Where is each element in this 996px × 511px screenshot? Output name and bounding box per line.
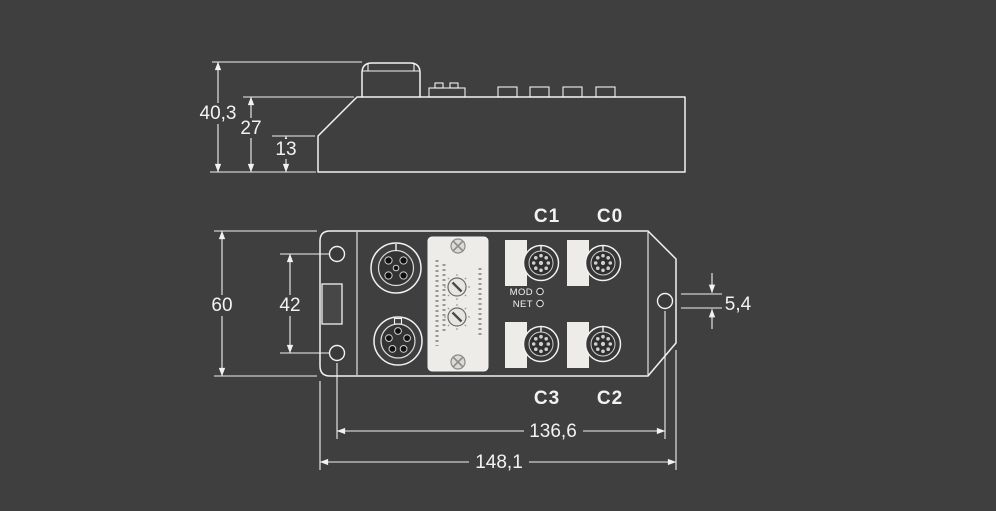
- side-view: [317, 62, 686, 173]
- mounting-hole-bottom-left: [328, 344, 346, 362]
- connector-collars-top: [497, 86, 616, 98]
- m12-connector-c3: [522, 325, 560, 363]
- dim-total-height: 40,3: [198, 61, 362, 173]
- label-plate: [427, 236, 489, 372]
- mod-led: [536, 287, 544, 296]
- dim-upper-body-height: 27: [238, 96, 354, 173]
- dim-front-height-label: 60: [211, 295, 232, 316]
- left-edge-slot: [321, 283, 343, 325]
- dim-upper-body-height-label: 27: [240, 118, 261, 139]
- m12-connector-c2: [584, 325, 622, 363]
- front-view: MOD NET: [319, 230, 677, 377]
- address-switch-lower: [442, 302, 472, 332]
- terminal-block-top: [428, 82, 466, 98]
- dim-hole-distance-label: 136,6: [529, 421, 577, 442]
- port-label-c1: C1: [534, 206, 560, 227]
- dim-right-hole-offset: 5,4: [681, 273, 752, 329]
- dim-left-hole-spacing-label: 42: [279, 295, 300, 316]
- m12-connector-c0: [584, 244, 622, 282]
- m12-connector-c1: [522, 244, 560, 282]
- power-connector-lower: [373, 316, 423, 366]
- dim-left-hole-spacing: 42: [276, 253, 329, 354]
- port-label-c3: C3: [534, 388, 560, 409]
- device-front-outline: [319, 230, 677, 377]
- device-side-profile: [317, 96, 686, 173]
- dim-total-height-label: 40,3: [200, 103, 237, 124]
- dim-base-height-label: 13: [275, 139, 296, 160]
- dim-overall-width-label: 148,1: [475, 452, 523, 473]
- net-led: [536, 299, 544, 308]
- mounting-hole-right: [656, 292, 674, 310]
- power-connector-upper: [370, 242, 422, 294]
- dim-front-height: 60: [207, 230, 317, 377]
- dim-right-hole-offset-label: 5,4: [725, 294, 752, 315]
- dim-base-height: 13: [272, 135, 315, 173]
- mod-led-label: MOD: [510, 287, 533, 298]
- screw-top: [450, 238, 466, 254]
- port-plates: [505, 240, 589, 368]
- net-led-label: NET: [513, 299, 533, 310]
- port-label-c2: C2: [597, 388, 623, 409]
- status-leds: MOD NET: [510, 287, 544, 310]
- plate-print-lines: [435, 260, 482, 346]
- mounting-hole-top-left: [328, 245, 346, 263]
- dim-overall-width: 148,1: [319, 350, 677, 473]
- address-switch-upper: [442, 272, 472, 302]
- port-label-c0: C0: [597, 206, 623, 227]
- dim-hole-distance: 136,6: [336, 311, 666, 442]
- bus-connector-top: [361, 62, 421, 98]
- screw-bottom: [450, 354, 466, 370]
